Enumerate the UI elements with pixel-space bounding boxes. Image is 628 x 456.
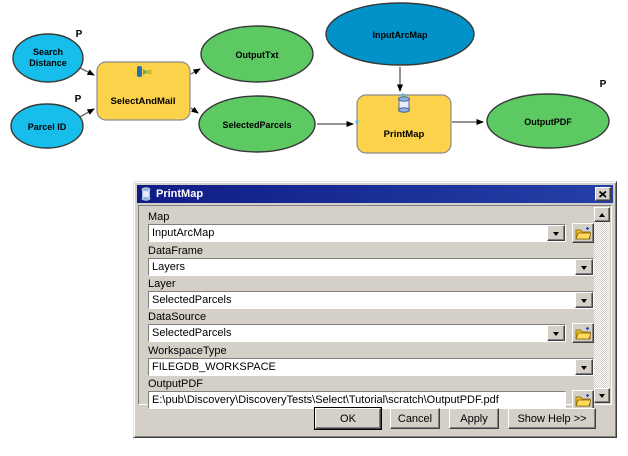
open-folder-icon <box>575 394 591 407</box>
modelbuilder-canvas: Search Distance P Parcel ID P SelectAndM… <box>10 2 610 154</box>
node-input-arcmap[interactable] <box>325 2 475 66</box>
node-output-pdf[interactable] <box>486 93 610 149</box>
parameters-panel: Map InputArcMap Dat <box>138 205 612 410</box>
show-help-button[interactable]: Show Help >> <box>508 408 596 429</box>
field-datasource: DataSource SelectedParcels <box>148 311 611 343</box>
dialog-titlebar[interactable]: PrintMap <box>137 185 613 203</box>
outputpdf-browse-button[interactable] <box>572 390 594 410</box>
dropdown-arrow-icon[interactable] <box>547 225 565 241</box>
node-select-and-mail[interactable] <box>96 61 191 121</box>
node-search-distance[interactable] <box>12 33 84 83</box>
scroll-down-button[interactable] <box>594 388 610 403</box>
script-scroll-icon <box>139 187 153 201</box>
node-print-map-label: PrintMap <box>384 129 425 140</box>
map-combobox[interactable]: InputArcMap <box>148 224 566 242</box>
parameter-marker-output-pdf: P <box>600 79 607 90</box>
scrollbar-track[interactable] <box>594 222 610 388</box>
dataframe-combobox-value: Layers <box>152 261 186 273</box>
node-parcel-id-label: Parcel ID <box>28 122 67 132</box>
script-scroll-icon <box>398 96 410 113</box>
apply-button[interactable]: Apply <box>449 408 499 429</box>
dropdown-arrow-icon[interactable] <box>575 259 593 275</box>
dropdown-arrow-icon[interactable] <box>575 359 593 375</box>
parameter-marker-parcel-id: P <box>75 94 82 105</box>
field-outputpdf-label: OutputPDF <box>148 378 204 390</box>
model-tool-icon <box>137 66 152 77</box>
open-folder-icon <box>575 227 591 240</box>
field-map-label: Map <box>148 211 170 223</box>
node-output-txt[interactable] <box>200 25 314 83</box>
datasource-browse-button[interactable] <box>572 323 594 343</box>
parameter-marker-search-distance: P <box>76 29 83 40</box>
node-selected-parcels-label: SelectedParcels <box>222 120 291 130</box>
node-output-txt-label: OutputTxt <box>236 50 279 60</box>
scroll-up-button[interactable] <box>594 207 610 222</box>
node-search-distance-label-line1: Search <box>33 47 63 57</box>
node-select-and-mail-label: SelectAndMail <box>111 96 176 107</box>
field-layer-label: Layer <box>148 278 176 290</box>
dropdown-arrow-icon[interactable] <box>547 325 565 341</box>
dialog-button-row: OK Cancel Apply Show Help >> <box>315 408 596 429</box>
connector-selectandmail-selectedparcels[interactable] <box>190 106 199 114</box>
field-outputpdf: OutputPDF <box>148 378 611 410</box>
cancel-button[interactable]: Cancel <box>390 408 440 429</box>
node-output-pdf-label: OutputPDF <box>524 117 572 127</box>
field-map: Map InputArcMap <box>148 211 611 243</box>
field-layer: Layer SelectedParcels <box>148 278 611 309</box>
connector-searchdistance-selectandmail[interactable] <box>77 66 95 76</box>
dialog-title: PrintMap <box>156 188 204 200</box>
field-workspacetype-label: WorkspaceType <box>148 345 227 357</box>
connector-selectandmail-outputtxt[interactable] <box>190 68 201 75</box>
map-combobox-value: InputArcMap <box>152 227 215 239</box>
close-button[interactable] <box>595 187 611 201</box>
datasource-combobox[interactable]: SelectedParcels <box>148 324 566 342</box>
open-folder-icon <box>575 327 591 340</box>
datasource-combobox-value: SelectedParcels <box>152 327 232 339</box>
workspacetype-combobox-value: FILEGDB_WORKSPACE <box>152 361 276 373</box>
ok-button[interactable]: OK <box>315 408 381 429</box>
connection-port-left <box>355 120 359 124</box>
map-browse-button[interactable] <box>572 223 594 243</box>
connection-port-top <box>401 93 405 97</box>
scrollbar[interactable] <box>594 207 610 403</box>
layer-combobox[interactable]: SelectedParcels <box>148 291 594 309</box>
outputpdf-input[interactable] <box>148 391 566 409</box>
workspacetype-combobox[interactable]: FILEGDB_WORKSPACE <box>148 358 594 376</box>
dropdown-arrow-icon[interactable] <box>575 292 593 308</box>
node-parcel-id[interactable] <box>10 103 84 149</box>
node-selected-parcels[interactable] <box>198 95 316 153</box>
printmap-dialog: PrintMap Map InputArcMap <box>133 181 617 438</box>
connector-parcelid-selectandmail[interactable] <box>77 108 95 119</box>
node-input-arcmap-label: InputArcMap <box>373 30 429 40</box>
close-icon <box>599 190 607 198</box>
field-dataframe: DataFrame Layers <box>148 245 611 276</box>
node-search-distance-label-line2: Distance <box>29 58 67 68</box>
field-workspacetype: WorkspaceType FILEGDB_WORKSPACE <box>148 345 611 376</box>
dataframe-combobox[interactable]: Layers <box>148 258 594 276</box>
field-datasource-label: DataSource <box>148 311 207 323</box>
layer-combobox-value: SelectedParcels <box>152 294 232 306</box>
field-dataframe-label: DataFrame <box>148 245 204 257</box>
